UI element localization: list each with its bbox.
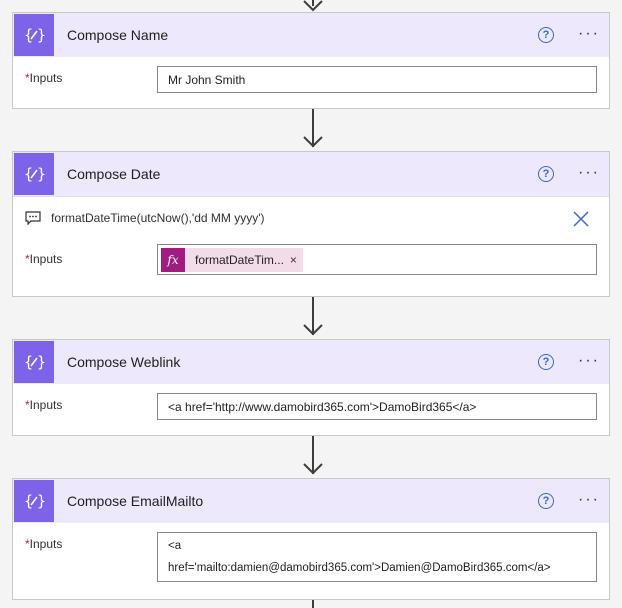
action-card-compose-emailmailto: {} Compose EmailMailto ? ··· *Inputs <a …: [12, 478, 610, 600]
connector-1: [312, 109, 314, 147]
card-title[interactable]: Compose Name: [67, 27, 169, 43]
inputs-label: *Inputs: [25, 398, 63, 412]
inputs-field[interactable]: <a href='mailto:damien@damobird365.com'>…: [157, 532, 597, 582]
inputs-field[interactable]: <a href='http://www.damobird365.com'>Dam…: [157, 393, 597, 420]
connector-2: [312, 297, 314, 335]
inputs-row: *Inputs Mr John Smith: [13, 57, 609, 110]
question-circle-icon[interactable]: ?: [538, 493, 554, 509]
value-line: <a: [168, 540, 182, 552]
expression-row: formatDateTime(utcNow(),'dd MM yyyy') *I…: [13, 196, 609, 297]
compose-braces-icon: {}: [14, 153, 54, 195]
question-circle-icon[interactable]: ?: [538, 166, 554, 182]
card-title[interactable]: Compose EmailMailto: [67, 493, 204, 509]
arrow-down-icon: [303, 136, 323, 148]
card-header[interactable]: {} Compose EmailMailto ? ···: [13, 479, 609, 523]
arrow-down-icon: [303, 0, 323, 12]
svg-text:}: }: [37, 26, 45, 44]
inputs-field[interactable]: Mr John Smith: [157, 66, 597, 93]
token-label: formatDateTim...: [195, 252, 284, 267]
action-card-compose-name: {} Compose Name ? ··· *Inputs Mr John Sm…: [12, 12, 610, 109]
ellipsis-icon[interactable]: ···: [578, 25, 600, 42]
value-line: href='mailto:damien@damobird365.com'>Dam…: [168, 562, 551, 574]
svg-text:{: {: [24, 26, 33, 44]
inputs-label: *Inputs: [25, 252, 63, 266]
question-circle-icon[interactable]: ?: [538, 354, 554, 370]
inputs-label: *Inputs: [25, 537, 63, 551]
ellipsis-icon[interactable]: ···: [578, 491, 600, 508]
inputs-row: *Inputs <a href='http://www.damobird365.…: [13, 384, 609, 437]
connector-bottom: [312, 600, 314, 608]
required-mark: *: [25, 71, 30, 85]
card-header[interactable]: {} Compose Weblink ? ···: [13, 340, 609, 384]
ellipsis-icon[interactable]: ···: [578, 352, 600, 369]
connector-top: [312, 0, 314, 6]
arrow-down-icon: [303, 324, 323, 336]
question-circle-icon[interactable]: ?: [538, 27, 554, 43]
inputs-field[interactable]: fx formatDateTim... ×: [157, 244, 597, 275]
compose-braces-icon: {}: [14, 14, 54, 56]
expression-text: formatDateTime(utcNow(),'dd MM yyyy'): [51, 211, 265, 225]
card-header[interactable]: {} Compose Name ? ···: [13, 13, 609, 57]
svg-text:}: }: [37, 492, 45, 510]
svg-text:}: }: [37, 353, 45, 371]
action-card-compose-date: {} Compose Date ? ··· formatDateTime(utc…: [12, 151, 610, 297]
required-mark: *: [25, 252, 30, 266]
close-icon[interactable]: [573, 211, 589, 227]
svg-text:}: }: [37, 165, 45, 183]
card-title[interactable]: Compose Date: [67, 166, 161, 182]
required-mark: *: [25, 537, 30, 551]
required-mark: *: [25, 398, 30, 412]
svg-text:{: {: [24, 165, 33, 183]
svg-text:{: {: [24, 353, 33, 371]
inputs-row: *Inputs <a href='mailto:damien@damobird3…: [13, 523, 609, 599]
comment-icon: [25, 211, 41, 225]
action-card-compose-weblink: {} Compose Weblink ? ··· *Inputs <a href…: [12, 339, 610, 436]
arrow-down-icon: [303, 463, 323, 475]
token-remove-icon[interactable]: ×: [289, 252, 297, 267]
compose-braces-icon: {}: [14, 480, 54, 522]
fx-icon: fx: [161, 247, 185, 272]
expression-token[interactable]: fx formatDateTim... ×: [161, 247, 303, 272]
card-title[interactable]: Compose Weblink: [67, 354, 181, 370]
compose-braces-icon: {}: [14, 341, 54, 383]
card-header[interactable]: {} Compose Date ? ···: [13, 152, 609, 196]
inputs-label: *Inputs: [25, 71, 63, 85]
svg-text:{: {: [24, 492, 33, 510]
ellipsis-icon[interactable]: ···: [578, 164, 600, 181]
connector-3: [312, 436, 314, 474]
